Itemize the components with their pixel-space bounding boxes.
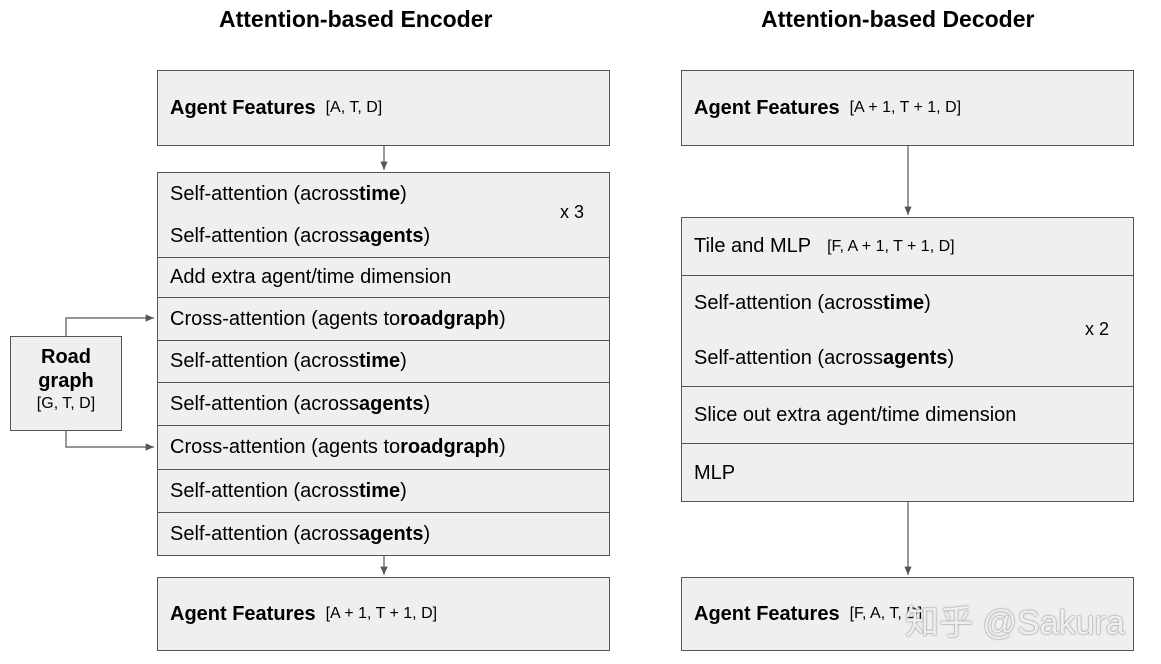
dec-row-tile: Tile and MLP[F, A + 1, T + 1, D] <box>682 218 1133 276</box>
encoder-repeat-label: x 3 <box>560 202 585 222</box>
decoder-input-box: Agent Features [A + 1, T + 1, D] <box>681 70 1134 146</box>
enc-row: Self-attention (across time) <box>170 182 407 205</box>
roadgraph-box: Road graph [G, T, D] <box>10 336 122 431</box>
encoder-output-box: Agent Features [A + 1, T + 1, D] <box>157 577 610 651</box>
watermark: 知乎 @Sakura <box>905 604 1125 642</box>
decoder-input-dims: [A + 1, T + 1, D] <box>849 99 962 116</box>
decoder-title: Attention-based Decoder <box>761 6 1035 32</box>
enc-row: Self-attention (across time) <box>158 470 609 513</box>
enc-row: Add extra agent/time dimension <box>158 258 609 298</box>
dec-row: Slice out extra agent/time dimension <box>682 387 1133 444</box>
arrow-road-cross1 <box>65 314 154 336</box>
roadgraph-title-2: graph <box>38 370 94 392</box>
encoder-title: Attention-based Encoder <box>219 6 493 32</box>
enc-row: Cross-attention (agents to roadgraph) <box>158 426 609 470</box>
dec-row: Self-attention (across agents) <box>682 330 1133 387</box>
roadgraph-dims: [G, T, D] <box>36 395 96 412</box>
enc-row: Self-attention (across agents) <box>158 383 609 426</box>
arrow-road-cross2 <box>65 431 154 451</box>
enc-row: Self-attention (across time) <box>158 341 609 383</box>
decoder-output-label: Agent Features <box>694 602 840 625</box>
dec-row: MLP <box>694 461 736 484</box>
encoder-output-dims: [A + 1, T + 1, D] <box>325 605 438 622</box>
encoder-output-label: Agent Features <box>170 602 316 625</box>
decoder-output-box: Agent Features [F, A, T, D] <box>681 577 1134 651</box>
encoder-stack: Self-attention (across time) Self-attent… <box>157 172 610 556</box>
decoder-repeat-label: x 2 <box>1085 319 1110 339</box>
decoder-output-dims: [F, A, T, D] <box>849 605 923 622</box>
enc-row: Self-attention (across agents) <box>158 215 609 258</box>
dec-row: Self-attention (across time) <box>694 291 931 314</box>
roadgraph-title-1: Road <box>41 346 91 368</box>
encoder-input-label: Agent Features <box>170 96 316 119</box>
decoder-input-label: Agent Features <box>694 96 840 119</box>
decoder-stack: Tile and MLP[F, A + 1, T + 1, D] Self-at… <box>681 217 1134 502</box>
enc-row: Cross-attention (agents to roadgraph) <box>158 298 609 341</box>
encoder-input-dims: [A, T, D] <box>325 99 383 116</box>
encoder-input-box: Agent Features [A, T, D] <box>157 70 610 146</box>
enc-row: Self-attention (across agents) <box>170 523 431 545</box>
